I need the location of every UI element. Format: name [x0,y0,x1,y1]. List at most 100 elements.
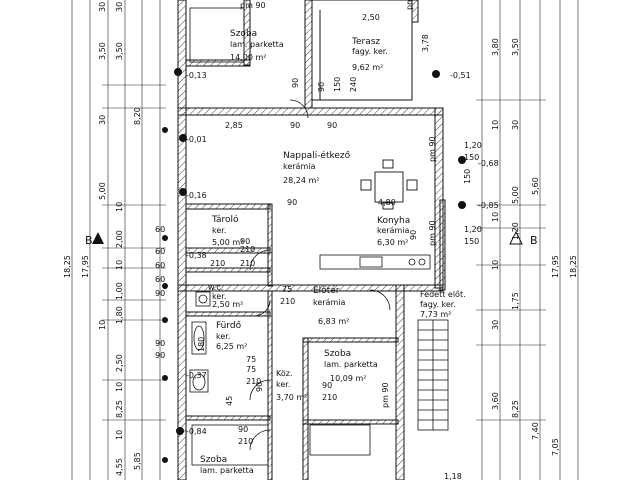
level-mark: -0,01 [186,135,207,144]
room-name: Fürdő [216,321,242,331]
dim-label: 90 [290,121,300,130]
room-floor: ker. [212,226,226,235]
room-floor: lam. parketta [200,466,254,475]
interior-dimension-labels: 2,50 3,78 2,85 90 90 4,80 90 1,20 150 1,… [155,0,482,480]
dim-label: 90 [291,78,300,88]
dim-label: 75 [282,285,292,294]
room-szoba3: Szoba lam. parketta [200,455,254,475]
dim-label: 10 [115,382,124,392]
room-name: Szoba [200,455,227,465]
dim-label: 30 [491,320,500,330]
room-area: 5,00 m² [212,238,243,247]
level-mark: -0,16 [186,191,207,200]
dim-label: 5,00 [98,182,107,200]
room-floor: kerámia [283,162,315,171]
section-label-left: B [85,234,93,247]
dim-label: 90 [317,82,326,92]
dim-label: 1,80 [115,306,124,324]
room-area: 9,62 m² [352,63,383,72]
dim-label: 4,55 [115,458,124,476]
room-name: w.c. [208,283,223,292]
dim-label: 1,20 [464,225,482,234]
dim-label: 210 [240,245,255,254]
room-area: 6,25 m² [216,342,247,351]
dim-label: 2,85 [225,121,243,130]
dim-label: 10 [115,260,124,270]
dim-label: pm 90 [405,0,414,10]
level-mark: -0,37 [186,371,207,380]
dim-label: 8,25 [115,400,124,418]
right-dimension-labels: 3,80 3,50 30 10 5,60 5,00 10 1,20 10 1,7… [491,38,578,456]
dim-label: 150 [463,169,472,184]
dim-label: 1,18 [444,472,462,480]
room-area: 10,09 m² [330,374,366,383]
room-area: 14,00 m² [230,53,266,62]
level-mark: -0,38 [186,251,207,260]
room-furdo: Fürdő ker. 6,25 m² [216,321,247,351]
dim-label: 3,50 [98,42,107,60]
dim-label: 150 [333,77,342,92]
section-marker-left: B [85,232,104,247]
level-mark: -0,84 [186,427,207,436]
room-wc: w.c. ker. 2,50 m² [208,283,243,309]
dim-label: 75 [246,365,256,374]
section-marker-right: B [509,230,538,247]
dim-label: 4,80 [378,198,396,207]
interior-walls [185,199,446,480]
dim-label: 17,95 [551,255,560,278]
dim-label: 5,60 [531,177,540,195]
dim-label: 10 [491,260,500,270]
room-floor: lam. parketta [324,360,378,369]
room-name: Szoba [230,29,257,39]
room-name: Terasz [351,37,380,47]
dim-label: 180 [197,337,206,352]
room-area: 3,70 m² [276,393,307,402]
dim-label: 3,80 [491,38,500,56]
dim-label: pm 90 [381,382,390,408]
dim-label: 3,50 [115,42,124,60]
bathroom-fixtures [189,291,211,393]
dim-label: 7,05 [551,438,560,456]
dim-label: 90 [155,351,165,360]
dim-label: 18,25 [63,255,72,278]
room-szoba2: Szoba lam. parketta 10,09 m² [324,349,378,383]
door-swings [249,99,391,451]
room-kozl: Köz. ker. 3,70 m² [276,369,307,402]
dim-label: 90 [322,381,332,390]
dim-label: 2,50 [362,13,380,22]
room-name: Nappali-étkező [283,150,351,161]
room-name: Előtér [313,285,340,296]
room-area: 6,83 m² [318,317,349,326]
room-terasz: Terasz fagy. ker. 9,62 m² [351,37,388,72]
dim-label: 45 [225,396,234,406]
dim-label: 30 [98,2,107,12]
room-area: 2,50 m² [212,300,243,309]
dim-label: 210 [322,393,337,402]
bed-furniture [189,7,371,466]
dim-label: 210 [238,437,253,446]
dim-label: 90 [238,425,248,434]
dim-label: 75 [246,355,256,364]
dim-label: 90 [255,382,264,392]
dim-label: 5,85 [133,452,142,470]
room-name: Fedett előt. [420,290,466,299]
dim-label: 90 [327,121,337,130]
room-name: Konyha [377,216,410,226]
dim-label: 10 [98,320,107,330]
level-mark: -0,13 [186,71,207,80]
dim-label: 150 [464,153,479,162]
dim-label: pm 90 [428,220,437,246]
room-konyha: Konyha kerámia 6,30 m² [377,216,410,247]
level-mark: -0,85 [478,201,499,210]
section-label-right: B [530,234,538,247]
left-dimension-labels: 30 3,50 30 8,20 30 3,50 10 5,00 2,00 10 … [63,2,142,476]
dining-table [360,159,418,210]
room-eloter: Előtér kerámia 6,83 m² [313,285,349,326]
room-area: 6,30 m² [377,238,408,247]
dim-label: 3,50 [511,38,520,56]
dim-label: 3,78 [421,34,430,52]
exterior-walls [177,0,444,480]
dim-label: 90 [287,198,297,207]
room-floor: kerámia [377,226,409,235]
